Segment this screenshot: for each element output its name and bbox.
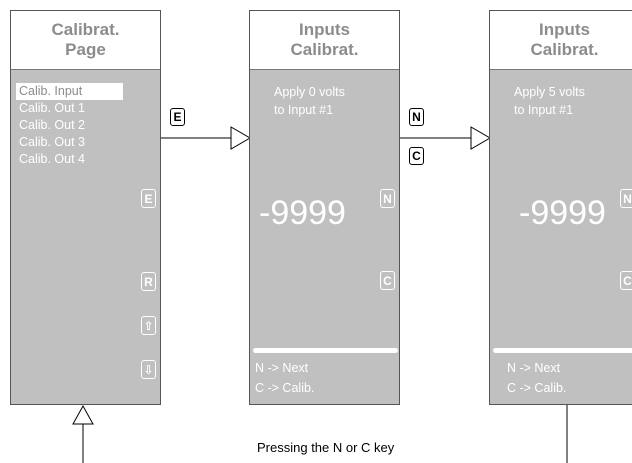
menu-item-calib-out-1[interactable]: Calib. Out 1 (19, 101, 86, 115)
arrow-right-icon (470, 126, 491, 150)
menu-item-calib-out-2[interactable]: Calib. Out 2 (19, 118, 86, 132)
arrow-right-icon (230, 126, 251, 150)
menu-item-calib-out-3[interactable]: Calib. Out 3 (19, 135, 86, 149)
separator-bar (253, 348, 398, 353)
inputs-calibration-screen-5v: Inputs Calibrat. Apply 5 volts to Input … (489, 10, 632, 405)
calibration-page-screen: Calibrat. Page Calib. Input Calib. Out 1… (10, 10, 161, 405)
c-key-button[interactable]: C (620, 271, 632, 290)
hint-calib: C -> Calib. (507, 381, 567, 395)
arrow-up-icon (72, 404, 94, 425)
e-key-button[interactable]: E (141, 189, 156, 208)
screen-title: Inputs Calibrat. (250, 11, 399, 70)
r-key-button[interactable]: R (141, 272, 156, 291)
title-line-2: Calibrat. (290, 40, 359, 59)
inputs-calibration-screen-0v: Inputs Calibrat. Apply 0 volts to Input … (249, 10, 400, 405)
title-line-2: Calibrat. (530, 40, 599, 59)
instruction-line-1: Apply 5 volts (514, 85, 585, 99)
down-arrow-key-button[interactable]: ⇩ (141, 360, 156, 379)
hint-next: N -> Next (507, 361, 561, 375)
n-key-button[interactable]: N (380, 189, 395, 208)
title-line-1: Inputs (299, 20, 350, 39)
instruction-line-2: to Input #1 (274, 103, 334, 117)
separator-bar (493, 348, 632, 353)
hint-next: N -> Next (255, 361, 309, 375)
transition-key-n: N (409, 108, 424, 126)
n-key-button[interactable]: N (620, 189, 632, 208)
menu-item-calib-input[interactable]: Calib. Input (16, 83, 123, 100)
transition-key-e: E (170, 108, 185, 126)
hint-calib: C -> Calib. (255, 381, 315, 395)
instruction-line-2: to Input #1 (514, 103, 574, 117)
title-line-1: Inputs (539, 20, 590, 39)
reading-value: -9999 (259, 194, 346, 232)
screen-title: Calibrat. Page (11, 11, 160, 70)
c-key-button[interactable]: C (380, 271, 395, 290)
diagram-caption: Pressing the N or C key (257, 440, 395, 455)
screen-title: Inputs Calibrat. (490, 11, 632, 70)
title-line-1: Calibrat. (51, 20, 120, 39)
reading-value: -9999 (519, 194, 606, 232)
instruction-line-1: Apply 0 volts (274, 85, 345, 99)
transition-key-c: C (409, 147, 424, 165)
up-arrow-key-button[interactable]: ⇧ (141, 316, 156, 335)
title-line-2: Page (65, 40, 106, 59)
menu-item-calib-out-4[interactable]: Calib. Out 4 (19, 152, 86, 166)
